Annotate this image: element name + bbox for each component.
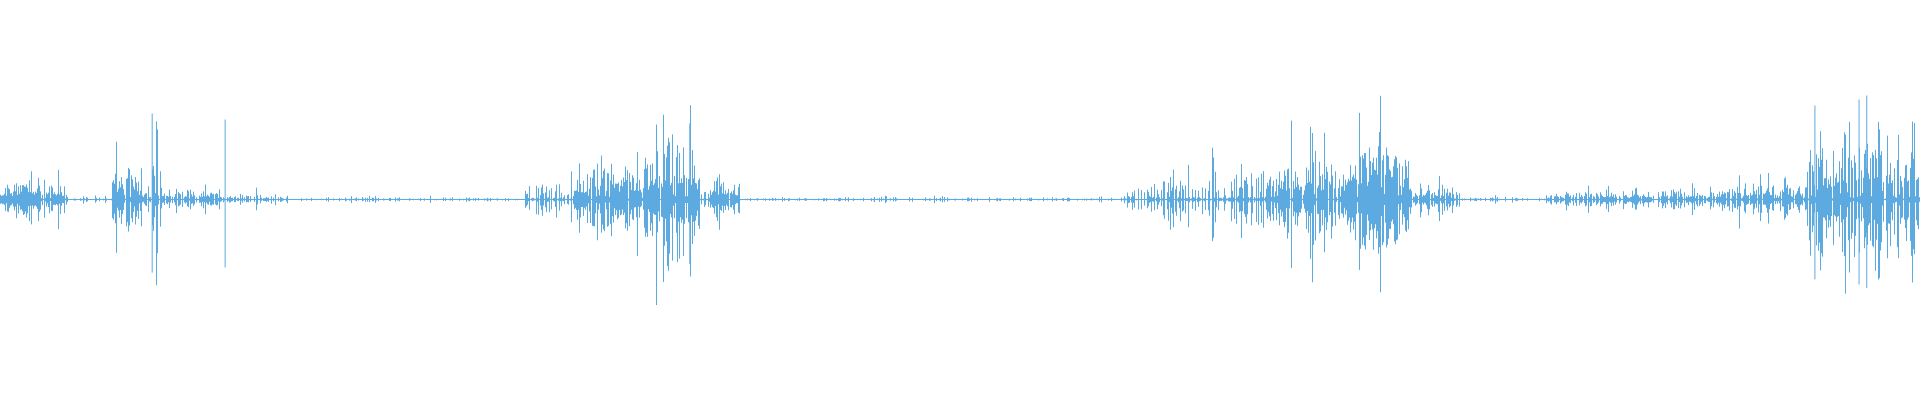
waveform-body	[0, 95, 1920, 305]
waveform-samples	[0, 95, 1920, 305]
